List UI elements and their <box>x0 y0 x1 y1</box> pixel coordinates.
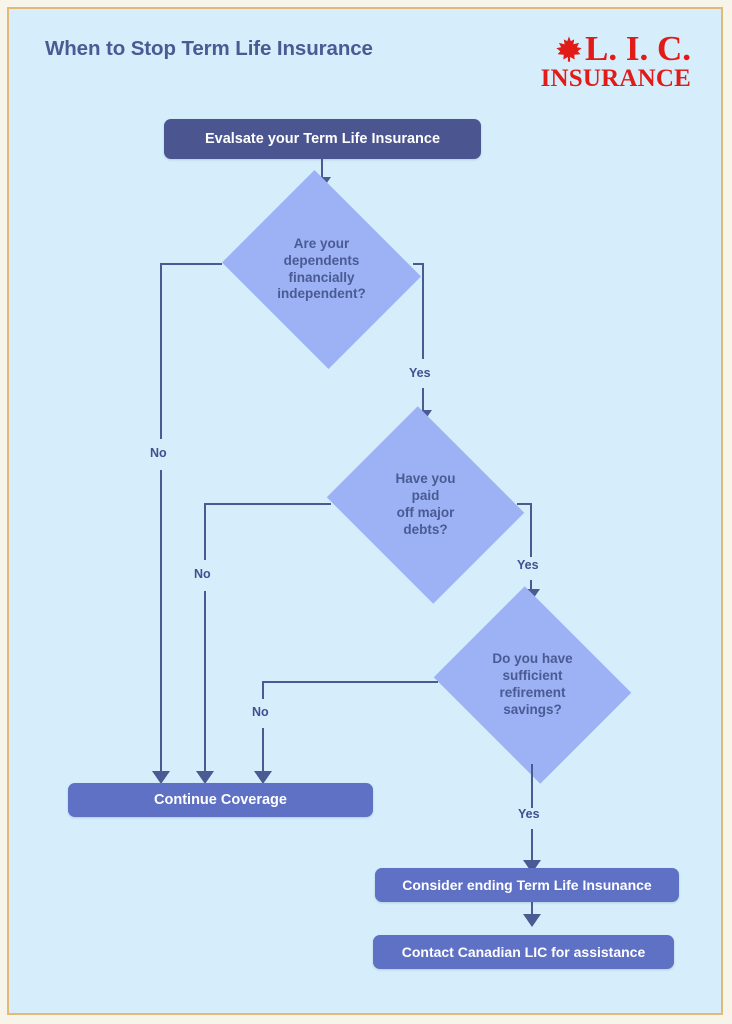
edge-q1-no-v2 <box>160 470 162 773</box>
edge-q1-no-h <box>160 263 222 265</box>
node-consider-ending[interactable]: Consider ending Term Life Insunance <box>375 868 679 902</box>
node-decision-dependents[interactable]: Are your dependents financially independ… <box>215 170 428 369</box>
edge-label-q3-yes: Yes <box>518 807 540 821</box>
logo-secondary-text: INSURANCE <box>540 65 691 93</box>
edge-q1-yes-v2 <box>422 388 424 416</box>
edge-q1-no-arrow <box>152 771 170 784</box>
edge-q3-no-v2 <box>262 728 264 773</box>
page-title: When to Stop Term Life Insurance <box>45 37 373 60</box>
logo-primary-text: L. I. C. <box>585 29 691 68</box>
flowchart-stage: When to Stop Term Life Insurance L. I. C… <box>9 9 721 1013</box>
edge-q1-yes-h <box>413 263 424 265</box>
node-decision-retirement[interactable]: Do you have sufficient refirement saving… <box>426 586 639 784</box>
edge-q1-no-v1 <box>160 263 162 439</box>
edge-consider-contact-v <box>531 902 533 920</box>
node-decision-debts-label: Have you paid off major debts? <box>395 471 456 537</box>
edge-q3-yes-v2 <box>531 829 533 866</box>
node-decision-debts[interactable]: Have you paid off major debts? <box>319 406 532 604</box>
edge-q2-no-v2 <box>204 591 206 773</box>
edge-label-q1-no: No <box>150 446 167 460</box>
edge-q3-no-v1 <box>262 681 264 699</box>
edge-q3-yes-v1 <box>531 764 533 808</box>
edge-q2-yes-v1 <box>530 503 532 557</box>
infographic-canvas: When to Stop Term Life Insurance L. I. C… <box>7 7 723 1015</box>
edge-label-q1-yes: Yes <box>409 366 431 380</box>
edge-label-q2-no: No <box>194 567 211 581</box>
lic-logo: L. I. C. INSURANCE <box>527 29 691 93</box>
node-start[interactable]: Evalsate your Term Life Insurance <box>164 119 481 159</box>
edge-q2-yes-h <box>517 503 532 505</box>
edge-q3-no-arrow <box>254 771 272 784</box>
edge-q2-no-v1 <box>204 503 206 560</box>
edge-q2-no-h <box>204 503 331 505</box>
edge-q3-no-h <box>262 681 438 683</box>
edge-label-q2-yes: Yes <box>517 558 539 572</box>
node-decision-retirement-label: Do you have sufficient refirement saving… <box>492 651 573 717</box>
edge-q1-yes-v1 <box>422 263 424 359</box>
edge-q2-no-arrow <box>196 771 214 784</box>
edge-consider-contact-arrow <box>523 914 541 927</box>
node-contact-lic[interactable]: Contact Canadian LIC for assistance <box>373 935 674 969</box>
edge-label-q3-no: No <box>252 705 269 719</box>
node-decision-dependents-label: Are your dependents financially independ… <box>277 235 366 302</box>
maple-leaf-icon <box>556 36 582 62</box>
edge-start-q1-line <box>321 159 323 185</box>
node-continue-coverage[interactable]: Continue Coverage <box>68 783 373 817</box>
logo-top-row: L. I. C. <box>527 29 691 68</box>
